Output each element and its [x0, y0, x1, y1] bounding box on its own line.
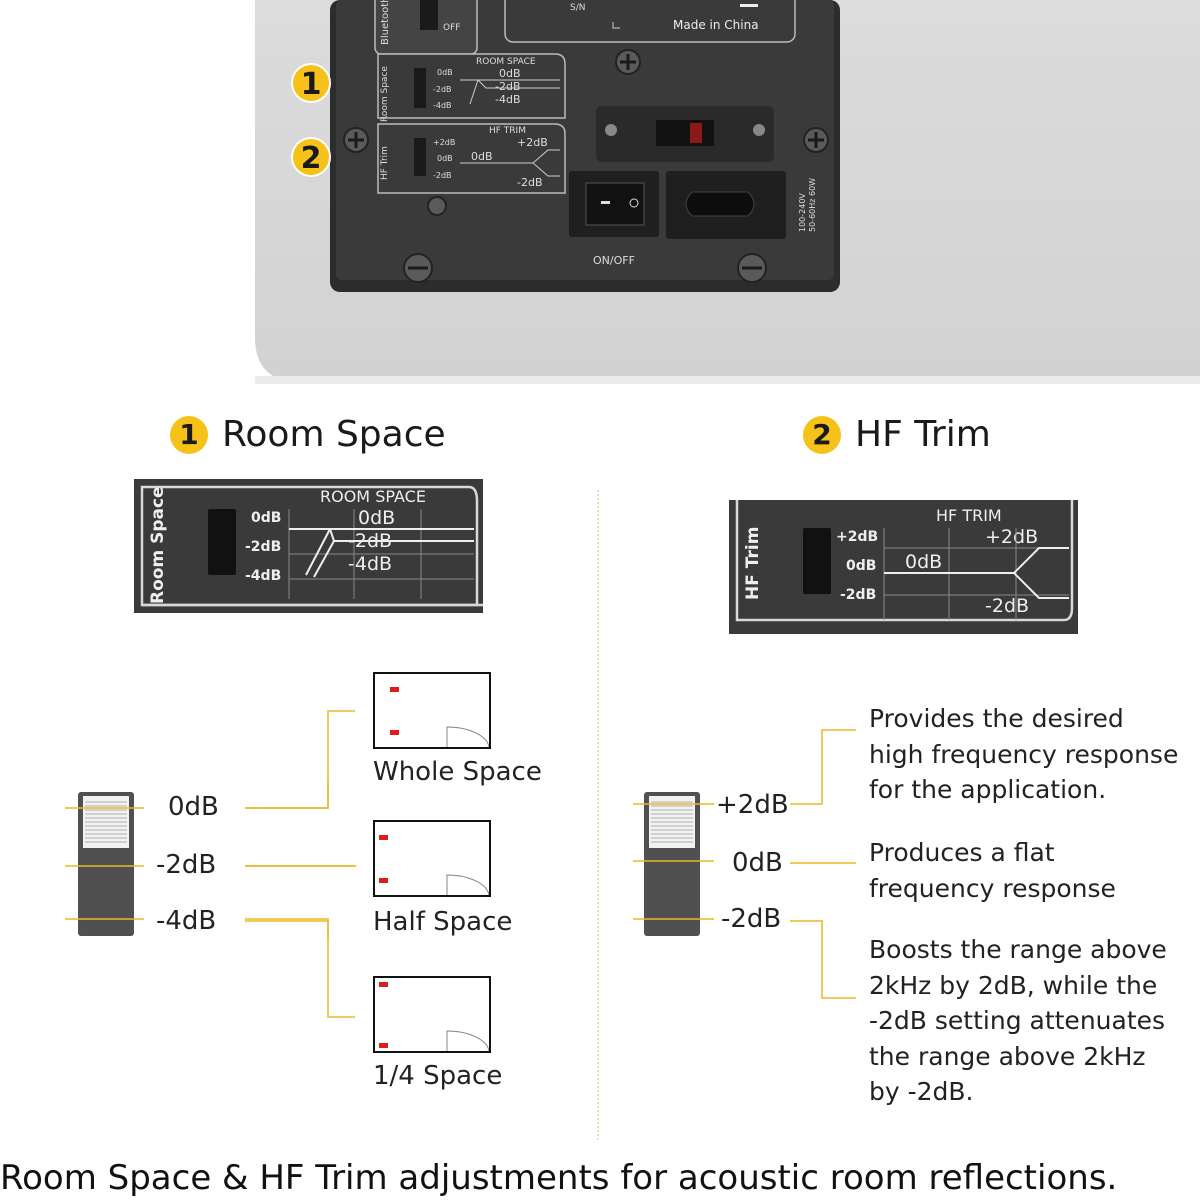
room-level-4db: -4dB	[156, 906, 217, 936]
room-graph-0db: 0dB	[499, 67, 521, 80]
closeup-hf-switch-0: +2dB	[836, 529, 878, 545]
svg-text:2: 2	[301, 141, 322, 176]
room-space-tab: Room Space	[380, 66, 390, 122]
hf-level-minus2: -2dB	[721, 904, 782, 934]
hf-graph-minus2: -2dB	[517, 176, 543, 189]
closeup-hf-graph-1: 0dB	[905, 551, 942, 573]
room-graph-4db: -4dB	[495, 93, 521, 106]
desc-line: Provides the desired	[869, 704, 1124, 733]
room-level-2db: -2dB	[156, 850, 217, 880]
room-whole-space-label: Whole Space	[373, 757, 542, 787]
hf-switch-plus2: +2dB	[433, 138, 455, 147]
room-space-heading: 1 Room Space	[170, 414, 446, 455]
hf-graph-0db: 0dB	[471, 150, 493, 163]
desc-line: for the application.	[869, 775, 1107, 804]
desc-line: Boosts the range above	[869, 935, 1167, 964]
closeup-room-title: ROOM SPACE	[320, 487, 426, 506]
callout-2: 2	[291, 137, 331, 177]
closeup-room-switch-2: -4dB	[245, 568, 281, 584]
desc-line: 2kHz by 2dB, while the	[869, 970, 1158, 1000]
column-divider	[597, 490, 599, 1140]
hf-graph-plus2: +2dB	[517, 136, 548, 149]
hf-switch-minus2: -2dB	[433, 171, 452, 180]
hf-level-plus2: +2dB	[716, 790, 789, 820]
made-in-label: Made in China	[673, 18, 759, 32]
off-label: OFF	[443, 23, 460, 33]
closeup-room-tab: Room Space	[148, 486, 168, 604]
desc-line: frequency response	[869, 873, 1116, 903]
room-space-title: ROOM SPACE	[476, 57, 536, 67]
bottom-caption: Room Space & HF Trim adjustments for aco…	[0, 1158, 1118, 1198]
room-graph-2db: -2dB	[495, 80, 521, 93]
hf-desc-0db: Produces a flat frequency response	[869, 835, 1116, 906]
room-switch-0db: 0dB	[437, 68, 453, 77]
room-whole-space-icon	[373, 672, 491, 749]
desc-line: Produces a flat	[869, 838, 1055, 867]
desc-line: -2dB setting attenuates	[869, 1006, 1166, 1035]
closeup-room-switch-0: 0dB	[251, 510, 281, 526]
room-half-space-label: Half Space	[373, 907, 513, 937]
svg-text:1: 1	[301, 67, 322, 102]
hf-switch-0db: 0dB	[437, 154, 453, 163]
room-switch-4db: -4dB	[433, 101, 452, 110]
room-quarter-space-label: 1/4 Space	[373, 1061, 503, 1091]
bluetooth-tab-label: Bluetooth	[380, 0, 391, 45]
desc-line: the range above 2kHz	[869, 1041, 1146, 1071]
hf-desc-minus2: Boosts the range above 2kHz by 2dB, whil…	[869, 932, 1167, 1110]
closeup-hf-switch-2: -2dB	[840, 587, 876, 603]
closeup-hf-graph-0: +2dB	[985, 526, 1038, 548]
room-half-space-icon	[373, 820, 491, 897]
number-badge-2: 2	[803, 415, 841, 454]
power-label: ON/OFF	[593, 254, 635, 267]
room-switch-2db: -2dB	[433, 85, 452, 94]
speaker-back-panel: OFF Bluetooth S/N Made in China Room Spa…	[255, 0, 1200, 384]
closeup-hf-graph-2: -2dB	[985, 595, 1029, 617]
room-space-closeup: Room Space ROOM SPACE 0dB -2dB -4dB 0dB …	[134, 479, 483, 613]
hf-trim-title: HF TRIM	[489, 126, 526, 136]
room-space-switch-diagram	[65, 780, 356, 940]
hf-trim-tab: HF Trim	[380, 146, 390, 180]
closeup-hf-switch-1: 0dB	[846, 558, 876, 574]
closeup-hf-title: HF TRIM	[936, 506, 1002, 525]
hf-trim-switch-diagram	[633, 792, 714, 936]
power-rating-2: 50-60Hz 60W	[808, 178, 817, 232]
room-space-section	[377, 53, 566, 119]
hf-desc-plus2: Provides the desired high frequency resp…	[869, 701, 1178, 808]
hf-level-0db: 0dB	[732, 848, 783, 878]
desc-line: high frequency response	[869, 739, 1179, 769]
hf-trim-title: HF Trim	[855, 414, 991, 455]
closeup-room-graph-0: 0dB	[358, 507, 395, 529]
hf-trim-closeup: HF Trim HF TRIM +2dB 0dB -2dB +2dB 0dB -…	[729, 500, 1078, 634]
hf-trim-heading: 2 HF Trim	[803, 414, 991, 455]
screws	[343, 49, 829, 283]
closeup-room-switch-1: -2dB	[245, 539, 281, 555]
room-space-title: Room Space	[222, 414, 446, 455]
closeup-room-graph-2: -4dB	[348, 553, 392, 575]
desc-line: by -2dB.	[869, 1077, 974, 1106]
room-space-connectors	[245, 710, 355, 1018]
room-level-0db: 0dB	[168, 792, 219, 822]
sn-label: S/N	[570, 3, 585, 13]
callout-1: 1	[291, 63, 331, 103]
hf-trim-connectors	[790, 729, 856, 999]
closeup-hf-tab: HF Trim	[743, 527, 763, 600]
number-badge-1: 1	[170, 415, 208, 454]
room-quarter-space-icon	[373, 976, 491, 1053]
power-rating-1: 100-240V	[798, 193, 807, 232]
